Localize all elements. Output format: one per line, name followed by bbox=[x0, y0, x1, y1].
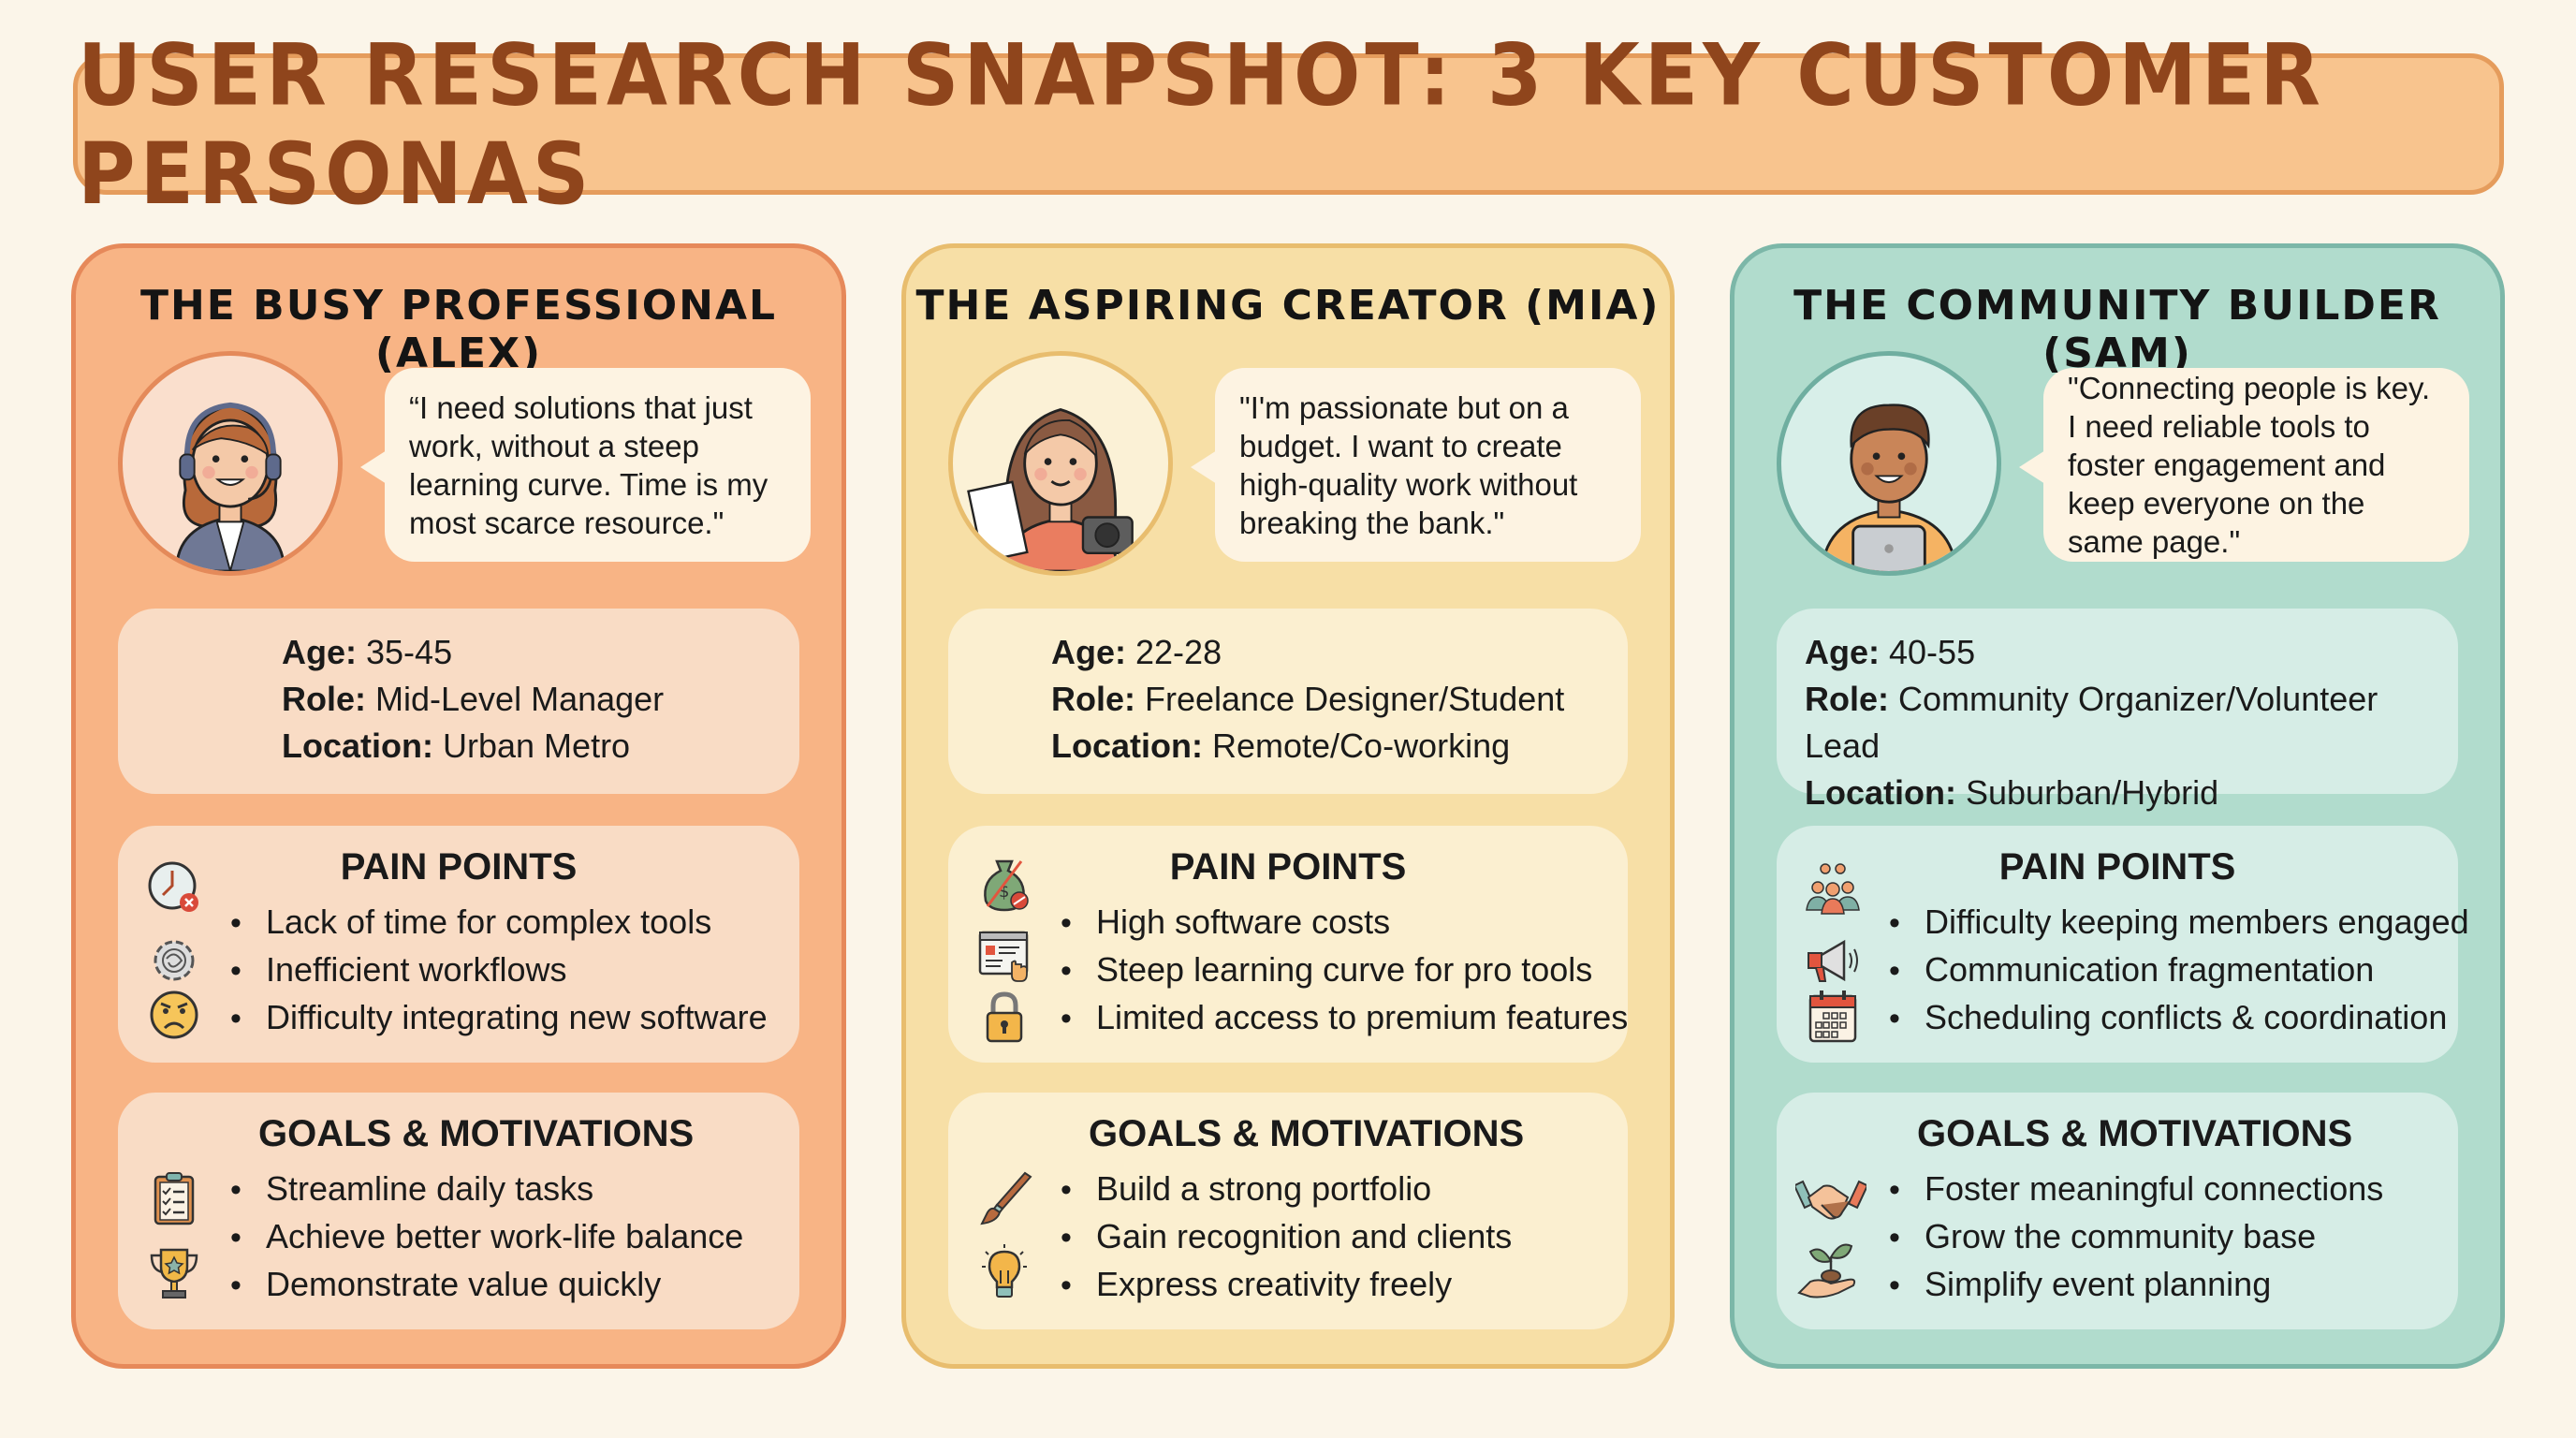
age-label: Age: bbox=[1805, 633, 1880, 671]
demographics-panel: Age: 40-55 Role: Community Organizer/Vol… bbox=[1777, 609, 2458, 812]
list-item: Foster meaningful connections bbox=[1889, 1166, 2383, 1213]
age-value: 22-28 bbox=[1135, 633, 1222, 671]
list-item: Limited access to premium features bbox=[1061, 994, 1628, 1042]
goals-panel: GOALS & MOTIVATIONS Streamline daily tas… bbox=[118, 1093, 799, 1329]
complex-interface-icon bbox=[974, 925, 1034, 985]
goals-panel: GOALS & MOTIVATIONS Foster meaningful co… bbox=[1777, 1093, 2458, 1329]
demographics-panel: Age: 22-28 Role: Freelance Designer/Stud… bbox=[948, 609, 1628, 794]
role-label: Role: bbox=[1805, 680, 1889, 718]
location-row: Location: Suburban/Hybrid bbox=[1805, 770, 2458, 816]
age-label: Age: bbox=[282, 633, 357, 671]
age-label: Age: bbox=[1051, 633, 1126, 671]
goals-heading: GOALS & MOTIVATIONS bbox=[1089, 1113, 1525, 1154]
age-row: Age: 40-55 bbox=[1805, 629, 2458, 676]
clock-x-icon bbox=[144, 858, 204, 917]
persona-quote: "I'm passionate but on a budget. I want … bbox=[1239, 389, 1578, 540]
location-label: Location: bbox=[1805, 773, 1956, 812]
pain-points-list: High software costs Steep learning curve… bbox=[1061, 899, 1628, 1042]
list-item: Simplify event planning bbox=[1889, 1261, 2383, 1309]
location-value: Remote/Co-working bbox=[1212, 726, 1511, 765]
trophy-icon bbox=[144, 1242, 204, 1302]
demographics-panel: Age: 35-45 Role: Mid-Level Manager Locat… bbox=[118, 609, 799, 794]
role-row: Role: Community Organizer/Volunteer Lead bbox=[1805, 676, 2458, 770]
pain-points-heading: PAIN POINTS bbox=[1998, 846, 2236, 888]
page-title: USER RESEARCH SNAPSHOT: 3 KEY CUSTOMER P… bbox=[78, 24, 2325, 224]
list-item: Demonstrate value quickly bbox=[230, 1261, 743, 1309]
goals-panel: GOALS & MOTIVATIONS Build a strong portf… bbox=[948, 1093, 1628, 1329]
age-value: 40-55 bbox=[1889, 633, 1976, 671]
goals-list: Build a strong portfolio Gain recognitio… bbox=[1061, 1166, 1512, 1309]
pain-points-heading: PAIN POINTS bbox=[340, 846, 578, 888]
role-row: Role: Freelance Designer/Student bbox=[1051, 676, 1564, 723]
role-label: Role: bbox=[282, 680, 366, 718]
role-label: Role: bbox=[1051, 680, 1135, 718]
list-item: Achieve better work-life balance bbox=[230, 1213, 743, 1261]
svg-text:$: $ bbox=[999, 882, 1009, 902]
list-item: Communication fragmentation bbox=[1889, 946, 2469, 994]
location-value: Suburban/Hybrid bbox=[1966, 773, 2219, 812]
list-item: Gain recognition and clients bbox=[1061, 1213, 1512, 1261]
persona-card-alex: THE BUSY PROFESSIONAL (ALEX) “I need sol… bbox=[71, 243, 846, 1369]
pain-points-panel: PAIN POINTS Lack of time for complex too… bbox=[118, 826, 799, 1063]
list-item: Steep learning curve for pro tools bbox=[1061, 946, 1628, 994]
handshake-icon bbox=[1795, 1169, 1866, 1229]
quote-bubble: “I need solutions that just work, withou… bbox=[360, 368, 811, 562]
persona-title: THE ASPIRING CREATOR (MIA) bbox=[915, 282, 1661, 330]
frustrated-face-icon bbox=[144, 985, 204, 1045]
role-value: Mid-Level Manager bbox=[375, 680, 665, 718]
list-item: Streamline daily tasks bbox=[230, 1166, 743, 1213]
pain-points-panel: PAIN POINTS $ High software costs Steep … bbox=[948, 826, 1628, 1063]
location-label: Location: bbox=[1051, 726, 1203, 765]
list-item: Lack of time for complex tools bbox=[230, 899, 768, 946]
seedling-in-hand-icon bbox=[1795, 1240, 1866, 1300]
lightbulb-icon bbox=[974, 1242, 1034, 1302]
role-row: Role: Mid-Level Manager bbox=[282, 676, 664, 723]
persona-quote: “I need solutions that just work, withou… bbox=[409, 389, 768, 540]
quote-bubble: "Connecting people is key. I need reliab… bbox=[2019, 368, 2469, 562]
goals-heading: GOALS & MOTIVATIONS bbox=[258, 1113, 695, 1154]
pain-points-list: Lack of time for complex tools Inefficie… bbox=[230, 899, 768, 1042]
goals-list: Streamline daily tasks Achieve better wo… bbox=[230, 1166, 743, 1309]
goals-list: Foster meaningful connections Grow the c… bbox=[1889, 1166, 2383, 1309]
group-chat-icon bbox=[1803, 859, 1863, 919]
location-label: Location: bbox=[282, 726, 433, 765]
megaphone-icon bbox=[1803, 931, 1863, 990]
tangled-gear-icon bbox=[144, 931, 204, 990]
list-item: Build a strong portfolio bbox=[1061, 1166, 1512, 1213]
goals-heading: GOALS & MOTIVATIONS bbox=[1917, 1113, 2353, 1154]
list-item: Difficulty integrating new software bbox=[230, 994, 768, 1042]
location-row: Location: Remote/Co-working bbox=[1051, 723, 1564, 770]
age-row: Age: 35-45 bbox=[282, 629, 664, 676]
quote-bubble: "I'm passionate but on a budget. I want … bbox=[1191, 368, 1641, 562]
list-item: Difficulty keeping members engaged bbox=[1889, 899, 2469, 946]
list-item: Inefficient workflows bbox=[230, 946, 768, 994]
pain-points-heading: PAIN POINTS bbox=[1169, 846, 1407, 888]
pain-points-panel: PAIN POINTS Difficulty keeping members e… bbox=[1777, 826, 2469, 1063]
role-value: Community Organizer/Volunteer Lead bbox=[1805, 680, 2378, 765]
persona-card-sam: THE COMMUNITY BUILDER (SAM) "Connecting … bbox=[1730, 243, 2505, 1369]
money-bag-blocked-icon: $ bbox=[974, 854, 1034, 914]
persona-card-mia: THE ASPIRING CREATOR (MIA) "I'm passiona… bbox=[901, 243, 1675, 1369]
list-item: Express creativity freely bbox=[1061, 1261, 1512, 1309]
list-item: High software costs bbox=[1061, 899, 1628, 946]
checklist-clipboard-icon bbox=[144, 1167, 204, 1227]
age-value: 35-45 bbox=[366, 633, 453, 671]
woman-with-headset-avatar bbox=[118, 351, 343, 576]
man-with-tablet-avatar bbox=[1777, 351, 2001, 576]
title-banner: USER RESEARCH SNAPSHOT: 3 KEY CUSTOMER P… bbox=[73, 25, 2504, 223]
location-row: Location: Urban Metro bbox=[282, 723, 664, 770]
list-item: Scheduling conflicts & coordination bbox=[1889, 994, 2469, 1042]
list-item: Grow the community base bbox=[1889, 1213, 2383, 1261]
padlock-icon bbox=[974, 987, 1034, 1047]
location-value: Urban Metro bbox=[443, 726, 631, 765]
pain-points-list: Difficulty keeping members engaged Commu… bbox=[1889, 899, 2469, 1042]
role-value: Freelance Designer/Student bbox=[1145, 680, 1565, 718]
persona-title: THE BUSY PROFESSIONAL (ALEX) bbox=[139, 282, 778, 377]
woman-with-notebook-and-camera-avatar bbox=[948, 351, 1173, 576]
paintbrush-icon bbox=[974, 1167, 1034, 1227]
age-row: Age: 22-28 bbox=[1051, 629, 1564, 676]
persona-quote: "Connecting people is key. I need reliab… bbox=[2068, 371, 2431, 559]
calendar-icon bbox=[1803, 987, 1863, 1047]
